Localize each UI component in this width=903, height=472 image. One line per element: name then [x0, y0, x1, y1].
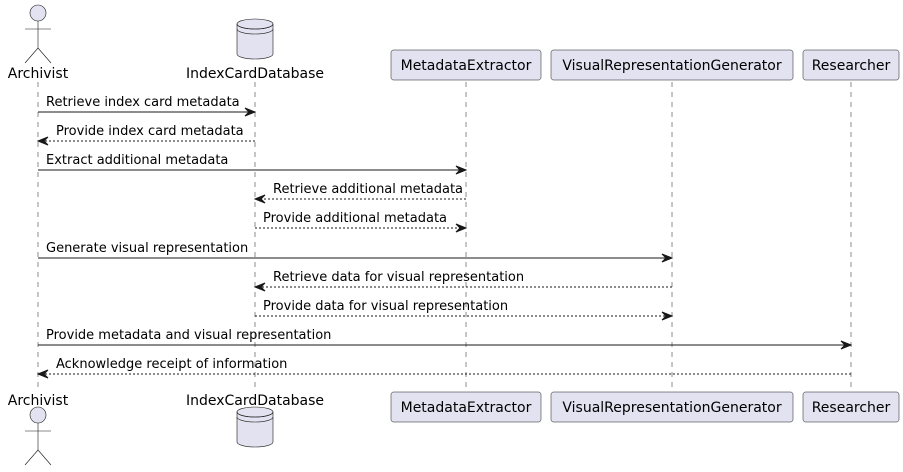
- actor-head: [29, 4, 47, 22]
- participant-box: [390, 49, 542, 81]
- participant-indexcarddb-bottom: IndexCardDatabase: [186, 393, 324, 448]
- participant-box: [802, 391, 900, 423]
- message-arrow-head: [244, 107, 257, 117]
- participant-archivist-bottom: Archivist: [8, 393, 69, 466]
- message-arrow-head: [253, 194, 266, 204]
- message-label: Retrieve data for visual representation: [273, 270, 524, 285]
- message-10: Acknowledge receipt of information: [36, 357, 851, 379]
- message-arrow-head: [455, 165, 468, 175]
- participant-indexcarddb-top: IndexCardDatabase: [186, 18, 324, 82]
- participant-label: Archivist: [8, 66, 69, 82]
- participant-label: Researcher: [812, 400, 891, 416]
- participant-archivist-top: Archivist: [8, 4, 69, 82]
- message-4: Retrieve additional metadata: [253, 182, 466, 204]
- participant-metadataextractor-top: MetadataExtractor: [390, 49, 542, 81]
- actor-right-leg: [37, 47, 52, 64]
- message-label: Generate visual representation: [46, 241, 248, 256]
- message-arrow-head: [36, 369, 49, 379]
- message-label: Extract additional metadata: [46, 153, 228, 168]
- database-body: [236, 24, 274, 60]
- message-arrow-head: [253, 282, 266, 292]
- participant-box: [802, 49, 900, 81]
- participant-metadataextractor-bottom: MetadataExtractor: [390, 391, 542, 423]
- actor-left-leg: [24, 47, 39, 64]
- database-band: [236, 416, 274, 423]
- participant-label: IndexCardDatabase: [186, 66, 324, 82]
- participant-label: VisualRepresentationGenerator: [562, 400, 781, 416]
- database-body: [236, 412, 274, 448]
- participant-researcher-top: Researcher: [802, 49, 900, 81]
- message-5: Provide additional metadata: [255, 211, 468, 233]
- database-band: [236, 28, 274, 35]
- message-3: Extract additional metadata: [38, 153, 468, 175]
- message-2: Provide index card metadata: [36, 124, 255, 146]
- message-label: Provide additional metadata: [263, 211, 447, 226]
- database-rim: [236, 411, 274, 418]
- message-label: Acknowledge receipt of information: [56, 357, 287, 372]
- participant-visualrepgen-top: VisualRepresentationGenerator: [550, 49, 794, 81]
- message-arrow-head: [455, 223, 468, 233]
- participant-label: Researcher: [812, 58, 891, 74]
- actor-head: [29, 406, 47, 424]
- actor-right-leg: [37, 449, 52, 466]
- message-label: Provide metadata and visual representati…: [46, 328, 331, 343]
- database-rim: [236, 23, 274, 30]
- message-6: Generate visual representation: [38, 241, 674, 263]
- participant-label: MetadataExtractor: [401, 400, 532, 416]
- actor-left-leg: [24, 449, 39, 466]
- message-label: Retrieve index card metadata: [46, 95, 240, 110]
- message-1: Retrieve index card metadata: [38, 95, 257, 117]
- participant-box: [550, 391, 794, 423]
- message-label: Provide data for visual representation: [263, 299, 508, 314]
- participant-label: MetadataExtractor: [401, 58, 532, 74]
- participant-label: Archivist: [8, 393, 69, 409]
- message-label: Retrieve additional metadata: [273, 182, 463, 197]
- message-arrow-head: [840, 340, 853, 350]
- participant-researcher-bottom: Researcher: [802, 391, 900, 423]
- message-arrow-head: [661, 253, 674, 263]
- message-label: Provide index card metadata: [56, 124, 244, 139]
- participant-box: [550, 49, 794, 81]
- message-arrow-head: [36, 136, 49, 146]
- participant-visualrepgen-bottom: VisualRepresentationGenerator: [550, 391, 794, 423]
- participant-box: [390, 391, 542, 423]
- message-9: Provide metadata and visual representati…: [38, 328, 853, 350]
- participant-label: IndexCardDatabase: [186, 393, 324, 409]
- participant-label: VisualRepresentationGenerator: [562, 58, 781, 74]
- message-arrow-head: [661, 311, 674, 321]
- message-7: Retrieve data for visual representation: [253, 270, 672, 292]
- message-8: Provide data for visual representation: [255, 299, 674, 321]
